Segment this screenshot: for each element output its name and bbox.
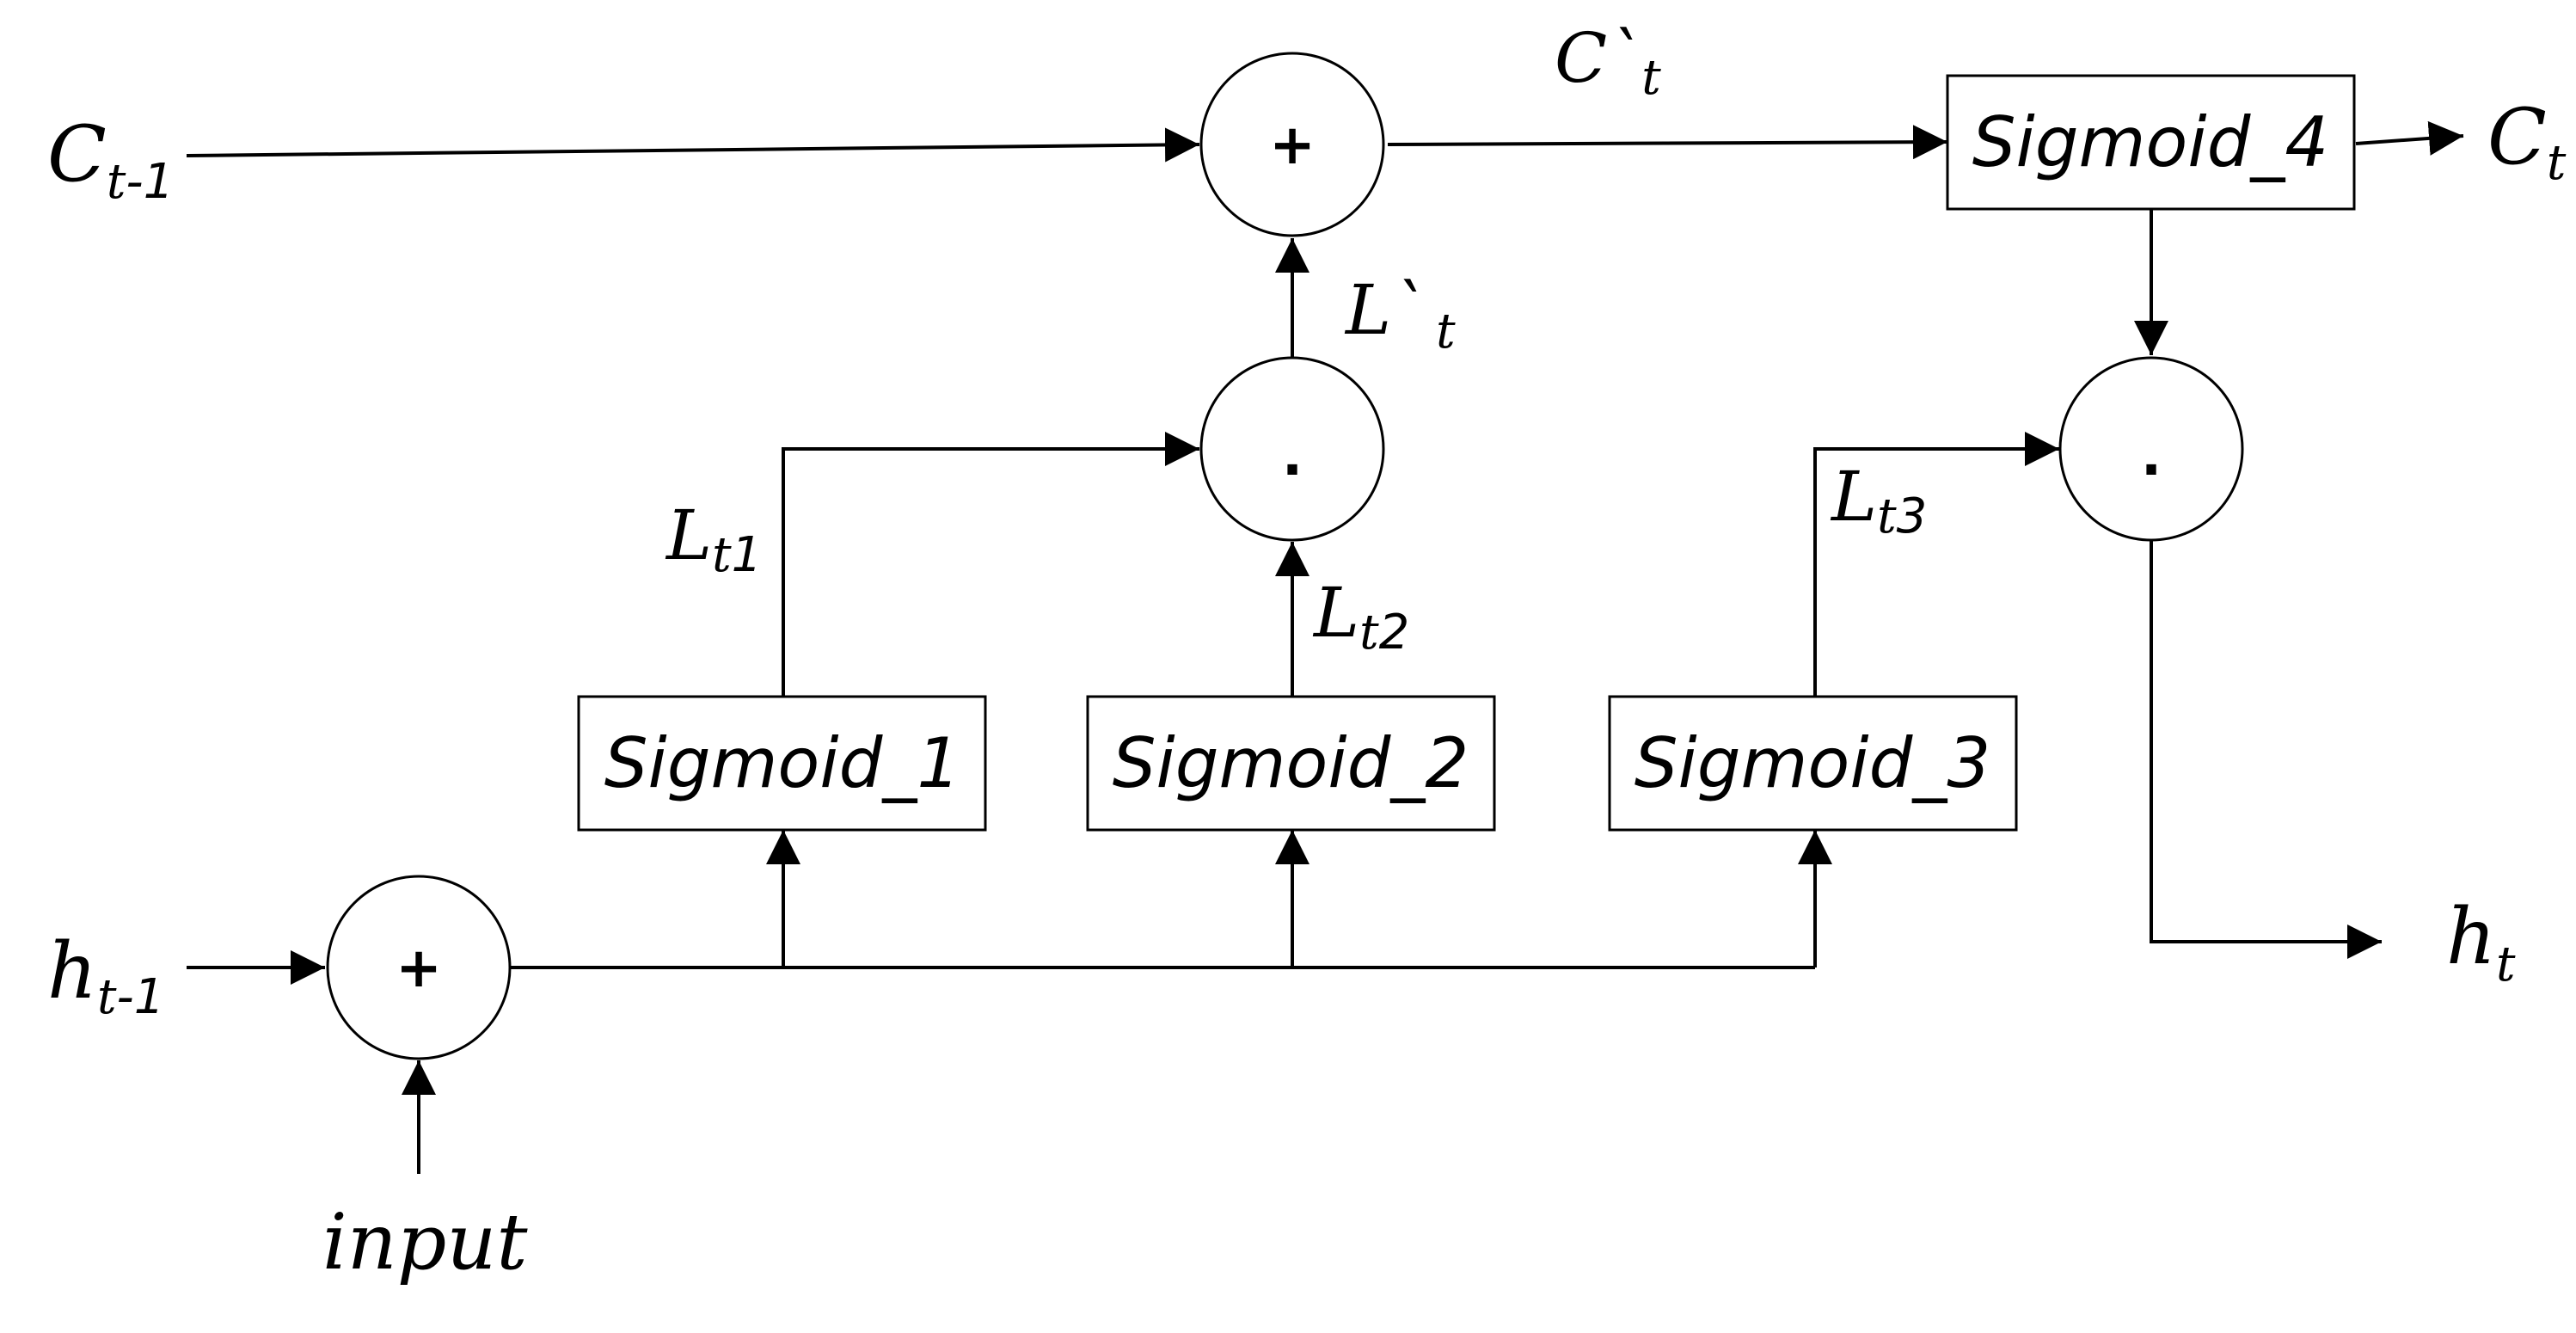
add-top-node: + (1199, 52, 1385, 237)
label-l-t2: Lt2 (1312, 573, 1409, 660)
edge-add-top-to-sigmoid4 (1387, 125, 1948, 160)
sigmoid-1-box: Sigmoid_1 (577, 695, 987, 832)
multiply-dot-icon: . (1282, 425, 1303, 488)
edge-sigmoid4-to-c-out (2355, 120, 2464, 156)
sigmoid-1-label: Sigmoid_1 (604, 723, 961, 803)
label-c-out: Ct (2487, 92, 2567, 191)
label-input: input (322, 1197, 528, 1287)
label-c-tilde: C`t (1555, 18, 1661, 106)
plus-icon: + (1269, 114, 1316, 177)
sigmoid-4-box: Sigmoid_4 (1946, 74, 2356, 211)
sigmoid-2-label: Sigmoid_2 (1113, 723, 1469, 803)
label-h-prev: ht-1 (47, 926, 164, 1025)
plus-icon: + (396, 937, 442, 1000)
mul-mid-node: . (1199, 356, 1385, 542)
multiply-dot-icon: . (2141, 425, 2162, 488)
sigmoid-3-label: Sigmoid_3 (1635, 723, 1991, 803)
edge-c-prev-to-add-top (186, 127, 1200, 163)
label-l-t3: Lt3 (1830, 457, 1927, 544)
add-bottom-node: + (326, 875, 512, 1060)
label-h-out: ht (2446, 892, 2516, 992)
label-c-prev: Ct-1 (47, 109, 174, 210)
mul-right-node: . (2058, 356, 2244, 542)
edge-sigmoid3-to-mul-right (1813, 432, 2059, 697)
sigmoid-4-label: Sigmoid_4 (1972, 102, 2329, 182)
edge-sigmoid1-to-mul-mid (782, 432, 1199, 697)
sigmoid-3-box: Sigmoid_3 (1608, 695, 2018, 832)
edge-mul-right-to-h-out (2150, 540, 2382, 959)
label-l-t1: Lt1 (665, 495, 762, 583)
label-l-tilde: L`t (1344, 270, 1456, 359)
sigmoid-2-box: Sigmoid_2 (1086, 695, 1496, 832)
